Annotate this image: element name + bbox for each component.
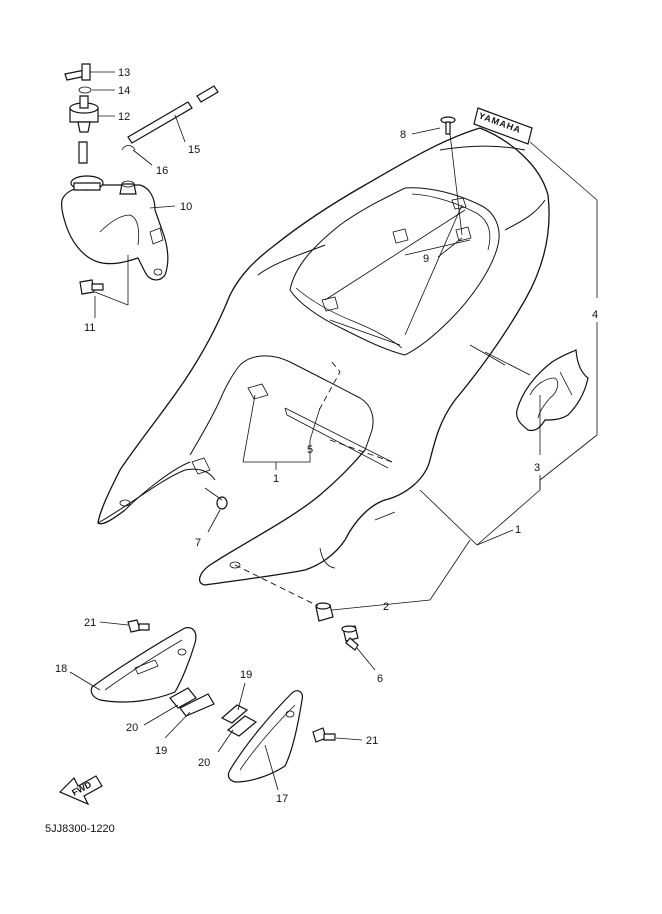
fwd-arrow: FWD — [58, 775, 103, 806]
callout-8: 8 — [400, 129, 406, 141]
callout-20-right: 20 — [198, 757, 210, 769]
callout-2: 2 — [383, 601, 389, 613]
callouts: 13 14 12 15 16 10 11 8 9 4 3 1 5 1 7 2 6… — [55, 67, 598, 805]
callout-13: 13 — [118, 67, 130, 79]
callout-11: 11 — [84, 322, 95, 334]
catalog-code: 5JJ8300-1220 — [45, 823, 115, 835]
callout-1-left: 1 — [273, 473, 279, 485]
side-cover-right — [220, 690, 336, 783]
callout-10: 10 — [180, 201, 192, 213]
callout-19-right: 19 — [240, 669, 252, 681]
callout-16: 16 — [156, 165, 168, 177]
callout-18: 18 — [55, 663, 67, 675]
callout-19-left: 19 — [155, 745, 167, 757]
callout-1-right: 1 — [515, 524, 521, 536]
callout-21-right: 21 — [366, 735, 378, 747]
callout-21-left: 21 — [84, 617, 96, 629]
side-cover-left — [90, 619, 215, 717]
yamaha-decal: YAMAHA — [473, 107, 533, 145]
callout-4: 4 — [592, 309, 598, 321]
tank-assembly — [61, 63, 219, 295]
leader-lines — [69, 71, 598, 791]
fasteners — [216, 116, 456, 651]
r1-emblem — [516, 349, 589, 432]
callout-6: 6 — [377, 673, 383, 685]
callout-17: 17 — [276, 793, 288, 805]
rear-cowling — [97, 127, 550, 586]
callout-7: 7 — [195, 537, 201, 549]
callout-3: 3 — [534, 462, 540, 474]
callout-20-left: 20 — [126, 722, 138, 734]
callout-14: 14 — [118, 85, 130, 97]
callout-15: 15 — [188, 144, 200, 156]
callout-12: 12 — [118, 111, 130, 123]
callout-5: 5 — [307, 444, 313, 456]
callout-9: 9 — [423, 253, 429, 265]
